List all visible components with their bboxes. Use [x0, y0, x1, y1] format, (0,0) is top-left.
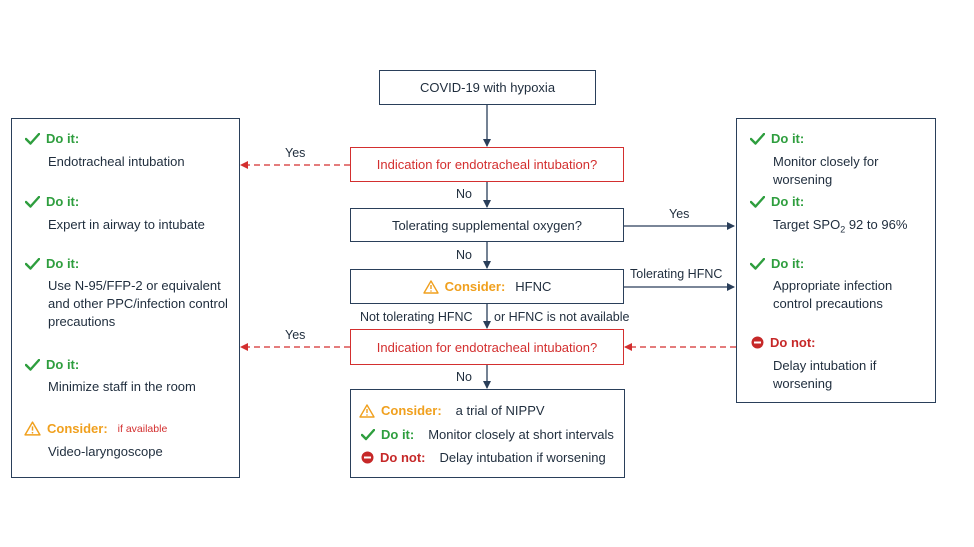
question-label: Indication for endotracheal intubation? — [376, 157, 598, 172]
panel-item-header: Do not: — [751, 335, 815, 350]
spo2-range: 92 to 96% — [845, 217, 908, 232]
consider-label: Consider: — [444, 279, 506, 294]
panel-item-header: Do it: — [25, 131, 79, 146]
spo2-text: Target SPO — [773, 217, 841, 232]
no-entry-icon — [361, 451, 374, 464]
check-icon — [750, 257, 765, 270]
check-icon — [750, 132, 765, 145]
edge-label-no: No — [456, 370, 472, 384]
panel-item-text: Monitor closely for worsening — [773, 154, 879, 187]
panel-item-header: Do it: — [750, 194, 804, 209]
if-available-note: if available — [117, 422, 168, 435]
panel-item-header: Consider: if available — [24, 421, 167, 436]
question-box-oxygen: Tolerating supplemental oxygen? — [350, 208, 624, 242]
panel-item-header: Do it: — [25, 194, 79, 209]
edge-label-not-available: or HFNC is not available — [494, 310, 630, 324]
panel-item-text: Appropriate infection control precaution… — [773, 278, 893, 311]
doit-label: Do it: — [46, 131, 80, 146]
consider-text: a trial of NIPPV — [455, 403, 545, 418]
donot-text: Delay intubation if worsening — [439, 450, 606, 465]
question-box-intubation-2: Indication for endotracheal intubation? — [350, 329, 624, 365]
consider-hfnc-box: Consider: HFNC — [350, 269, 624, 304]
consider-label: Consider: — [381, 403, 442, 418]
donot-label: Do not: — [770, 335, 816, 350]
doit-label: Do it: — [771, 194, 805, 209]
panel-item-header: Do it: — [25, 256, 79, 271]
edge-label-not-tolerating: Not tolerating HFNC — [360, 310, 473, 324]
edge-label-tolerating-hfnc: Tolerating HFNC — [630, 267, 723, 281]
nippv-box: Consider: a trial of NIPPV Do it: Monito… — [350, 389, 625, 478]
doit-label: Do it: — [46, 194, 80, 209]
nippv-doit-line: Do it: Monitor closely at short interval… — [361, 427, 614, 442]
donot-label: Do not: — [380, 450, 426, 465]
panel-item-text: Use N-95/FFP-2 or equivalent and other P… — [48, 278, 228, 329]
doit-label: Do it: — [46, 256, 80, 271]
panel-item-text: Endotracheal intubation — [48, 154, 185, 169]
nippv-consider-line: Consider: a trial of NIPPV — [359, 403, 545, 418]
start-box: COVID-19 with hypoxia — [379, 70, 596, 105]
check-icon — [25, 257, 40, 270]
question-label: Indication for endotracheal intubation? — [376, 339, 598, 355]
warning-icon — [359, 403, 375, 418]
doit-label: Do it: — [771, 256, 805, 271]
monitoring-panel: Do it: Monitor closely for worsening Do … — [736, 118, 936, 403]
check-icon — [25, 195, 40, 208]
doit-label: Do it: — [381, 427, 415, 442]
no-entry-icon — [751, 336, 764, 349]
warning-icon — [24, 421, 41, 436]
nippv-donot-line: Do not: Delay intubation if worsening — [361, 450, 606, 465]
edge-label-no: No — [456, 187, 472, 201]
check-icon — [25, 132, 40, 145]
question-label: Tolerating supplemental oxygen? — [391, 217, 583, 233]
doit-text: Monitor closely at short intervals — [428, 427, 614, 442]
consider-text: HFNC — [515, 279, 552, 294]
start-label: COVID-19 with hypoxia — [419, 80, 556, 95]
panel-item-text: Expert in airway to intubate — [48, 217, 205, 232]
edge-label-no: No — [456, 248, 472, 262]
spo2-subscript: 2 — [840, 224, 846, 235]
panel-item-text: Video-laryngoscope — [48, 444, 163, 459]
check-icon — [750, 195, 765, 208]
consider-label: Consider: — [47, 421, 108, 436]
panel-item-header: Do it: — [750, 256, 804, 271]
check-icon — [25, 358, 40, 371]
doit-label: Do it: — [771, 131, 805, 146]
panel-item-text: Delay intubation if worsening — [773, 358, 877, 391]
panel-item-header: Do it: — [25, 357, 79, 372]
edge-label-yes: Yes — [669, 207, 690, 221]
intubation-panel: Do it: Endotracheal intubation Do it: Ex… — [11, 118, 240, 478]
edge-label-yes: Yes — [285, 146, 306, 160]
check-icon — [361, 428, 375, 441]
warning-icon — [422, 279, 439, 294]
panel-item-text: Target SPO2 92 to 96% — [773, 216, 935, 239]
edge-label-yes: Yes — [285, 328, 306, 342]
panel-item-text: Minimize staff in the room — [48, 379, 196, 394]
panel-item-header: Do it: — [750, 131, 804, 146]
doit-label: Do it: — [46, 357, 80, 372]
question-box-intubation-1: Indication for endotracheal intubation? — [350, 147, 624, 182]
